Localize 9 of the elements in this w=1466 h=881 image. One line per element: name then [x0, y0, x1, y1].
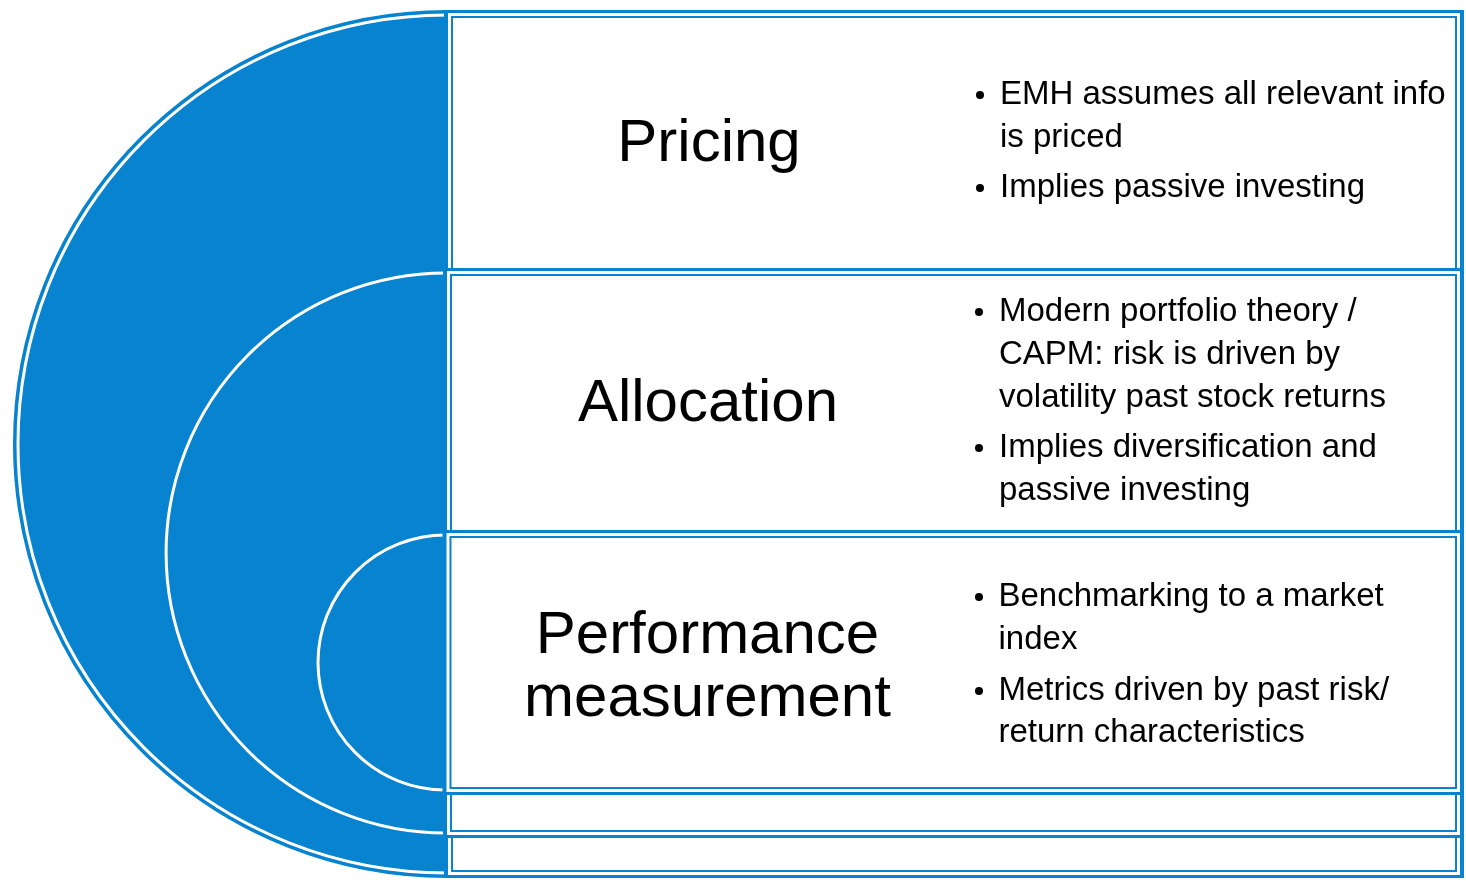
section-title: Performance measurement	[523, 600, 892, 727]
bullet-item: Benchmarking to a market index	[998, 574, 1385, 658]
section-title: Pricing	[617, 108, 801, 172]
bullet-item: Implies diversification and passive investing	[999, 426, 1378, 510]
bullet-item: Metrics driven by past risk/ return characteristics	[998, 668, 1391, 752]
section-title: Allocation	[577, 368, 839, 432]
bullet-item: Modern portfolio theory / CAPM: risk is driven by volatility past stock returns	[999, 289, 1387, 416]
bullet-item: Implies passive investing	[1000, 166, 1365, 207]
bullet-item: EMH assumes all relevant info is priced	[1000, 72, 1447, 156]
